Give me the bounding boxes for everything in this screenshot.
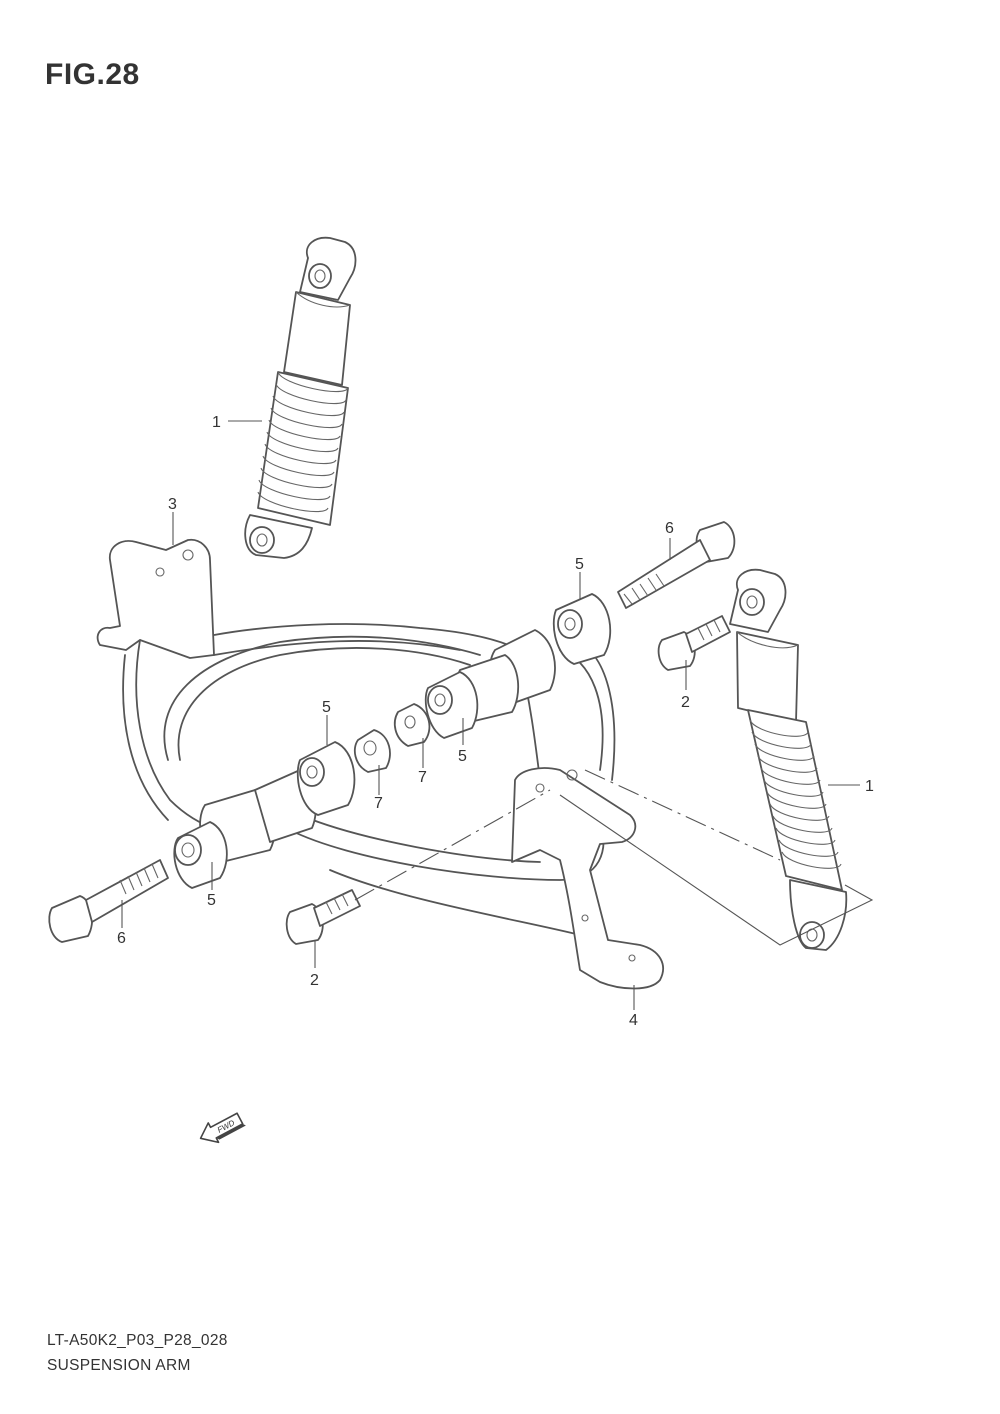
- callout-4: 4: [629, 1012, 638, 1029]
- callout-leaders: [121, 420, 860, 1010]
- shock-absorber-right: [729, 568, 848, 951]
- callout-5-lower-left: 5: [207, 892, 216, 909]
- bolt-long-right: [617, 521, 736, 609]
- forward-arrow-icon: FWD: [199, 1112, 246, 1144]
- callout-2-upper: 2: [681, 694, 690, 711]
- drawing-code: LT-A50K2_P03_P28_028: [47, 1332, 228, 1349]
- callout-6-right: 6: [665, 520, 674, 537]
- callout-7-left: 7: [374, 795, 383, 812]
- bushing-right-outer: [552, 593, 612, 665]
- bushing-lower-left: [173, 821, 228, 889]
- figure-title: FIG.28: [45, 58, 140, 91]
- bolt-short-upper: [657, 615, 731, 671]
- washer-left: [353, 729, 391, 773]
- bushing-middle: [296, 741, 356, 816]
- bolt-short-lower: [285, 889, 361, 945]
- assembly-lines: [354, 769, 874, 946]
- bushing-right-inner: [424, 671, 479, 739]
- washer-right: [393, 703, 431, 747]
- shock-absorber-left: [244, 236, 357, 559]
- callout-5-right-inner: 5: [458, 748, 467, 765]
- callout-1-left: 1: [212, 414, 221, 431]
- callout-5-right-outer: 5: [575, 556, 584, 573]
- callout-6-left: 6: [117, 930, 126, 947]
- callout-2-lower: 2: [310, 972, 319, 989]
- drawing-name: SUSPENSION ARM: [47, 1357, 191, 1374]
- callout-5-middle: 5: [322, 699, 331, 716]
- callout-1-right: 1: [865, 778, 874, 795]
- callout-3: 3: [168, 496, 177, 513]
- bolt-long-left: [48, 859, 169, 943]
- callout-7-right: 7: [418, 769, 427, 786]
